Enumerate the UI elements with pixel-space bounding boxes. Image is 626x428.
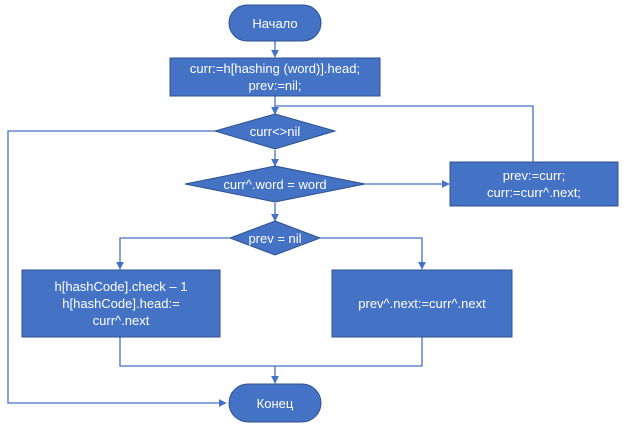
- head-update-line-2: h[hashCode].head:=: [62, 296, 179, 311]
- decision-prev-label: prev = nil: [248, 231, 301, 246]
- end-label: Конец: [257, 396, 294, 411]
- decision-word-label: curr^.word = word: [223, 177, 326, 192]
- init-line-2: prev:=nil;: [248, 78, 301, 93]
- start-label: Начало: [252, 16, 297, 31]
- head-update-line-1: h[hashCode].check – 1: [55, 279, 188, 294]
- edge-cond-curr-to-end: [7, 130, 227, 407]
- decision-curr-label: curr<>nil: [250, 124, 301, 139]
- edge-advance-loop-back: [275, 105, 534, 162]
- edge-head-update-to-merge: [119, 337, 423, 367]
- decision-curr-not-nil: curr<>nil: [213, 113, 337, 150]
- decision-prev-nil: prev = nil: [228, 220, 322, 256]
- head-update-line-3: curr^.next: [93, 313, 150, 328]
- start-terminator: Начало: [228, 4, 322, 42]
- edges: [7, 41, 534, 407]
- link-update-label: prev^.next:=curr^.next: [358, 296, 486, 311]
- edge-cond-prev-to-head-update: [116, 237, 230, 270]
- link-update-process: prev^.next:=curr^.next: [331, 269, 513, 338]
- edge-cond-prev-to-link-update: [320, 237, 426, 270]
- head-update-process: h[hashCode].check – 1 h[hashCode].head:=…: [21, 269, 221, 338]
- init-process: curr:=h[hashing (word)].head; prev:=nil;: [169, 57, 381, 97]
- advance-line-1: prev:=curr;: [503, 168, 566, 183]
- decision-word-match: curr^.word = word: [184, 165, 366, 203]
- advance-process: prev:=curr; curr:=curr^.next;: [449, 161, 619, 207]
- init-line-1: curr:=h[hashing (word)].head;: [190, 61, 360, 76]
- end-terminator: Конец: [228, 383, 322, 423]
- advance-line-2: curr:=curr^.next;: [487, 185, 581, 200]
